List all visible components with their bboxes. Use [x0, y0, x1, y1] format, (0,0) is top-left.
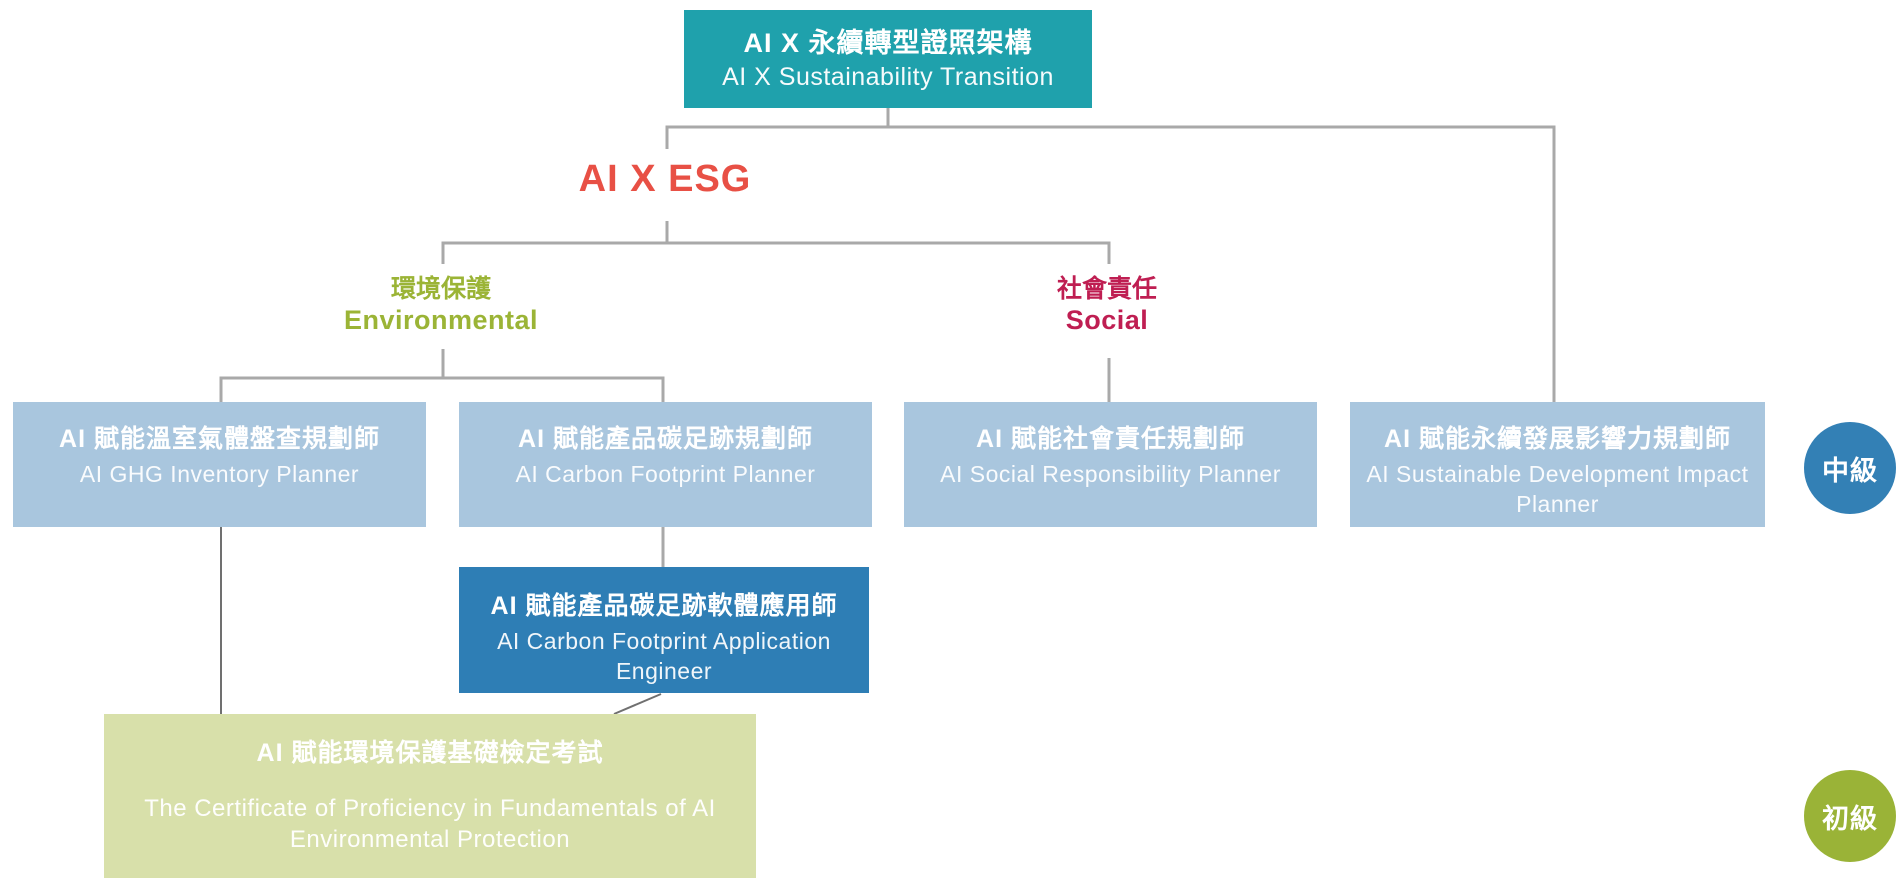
root-subtitle: AI X Sustainability Transition	[722, 63, 1054, 91]
level-badge-intermediate: 中級	[1804, 422, 1896, 514]
level-badge-beginner: 初級	[1804, 770, 1896, 862]
branch-social-en: Social	[1065, 305, 1149, 335]
card-social-title: AI 賦能社會責任規劃師	[976, 425, 1245, 453]
branch-environmental-label: 環境保護 Environmental	[291, 274, 591, 336]
esg-label: AI X ESG	[578, 158, 752, 200]
card-sustainable-impact-planner: AI 賦能永續發展影響力規劃師 AI Sustainable Developme…	[1350, 402, 1765, 527]
card-ghg-subtitle: AI GHG Inventory Planner	[79, 461, 360, 487]
card-carbon-title: AI 賦能產品碳足跡規劃師	[518, 425, 813, 453]
branch-social-label: 社會責任 Social	[957, 274, 1257, 336]
card-social-subtitle: AI Social Responsibility Planner	[940, 461, 1281, 487]
card-app-subtitle: AI Carbon Footprint Application Engineer	[497, 628, 831, 684]
card-foundation-exam: AI 賦能環境保護基礎檢定考試 The Certificate of Profi…	[104, 714, 756, 878]
root-card: AI X 永續轉型證照架構 AI X Sustainability Transi…	[684, 10, 1092, 108]
card-carbon-subtitle: AI Carbon Footprint Planner	[515, 461, 816, 487]
root-title: AI X 永續轉型證照架構	[743, 28, 1033, 58]
card-sdi-subtitle: AI Sustainable Development Impact Planne…	[1366, 461, 1749, 517]
card-carbon-app-engineer: AI 賦能產品碳足跡軟體應用師 AI Carbon Footprint Appl…	[459, 567, 869, 693]
level-intermediate-label: 中級	[1822, 455, 1878, 486]
card-foundation-title: AI 賦能環境保護基礎檢定考試	[256, 739, 604, 767]
branch-environmental-zh: 環境保護	[390, 275, 491, 303]
card-ghg-inventory-planner: AI 賦能溫室氣體盤查規劃師 AI GHG Inventory Planner	[13, 402, 426, 527]
branch-social-zh: 社會責任	[1056, 275, 1157, 303]
card-sdi-title: AI 賦能永續發展影響力規劃師	[1384, 425, 1731, 453]
card-app-title: AI 賦能產品碳足跡軟體應用師	[490, 592, 838, 620]
card-ghg-title: AI 賦能溫室氣體盤查規劃師	[59, 425, 380, 453]
card-carbon-footprint-planner: AI 賦能產品碳足跡規劃師 AI Carbon Footprint Planne…	[459, 402, 872, 527]
card-social-responsibility-planner: AI 賦能社會責任規劃師 AI Social Responsibility Pl…	[904, 402, 1317, 527]
level-beginner-label: 初級	[1822, 803, 1878, 834]
branch-environmental-en: Environmental	[343, 305, 539, 335]
card-foundation-subtitle: The Certificate of Proficiency in Fundam…	[144, 795, 716, 853]
